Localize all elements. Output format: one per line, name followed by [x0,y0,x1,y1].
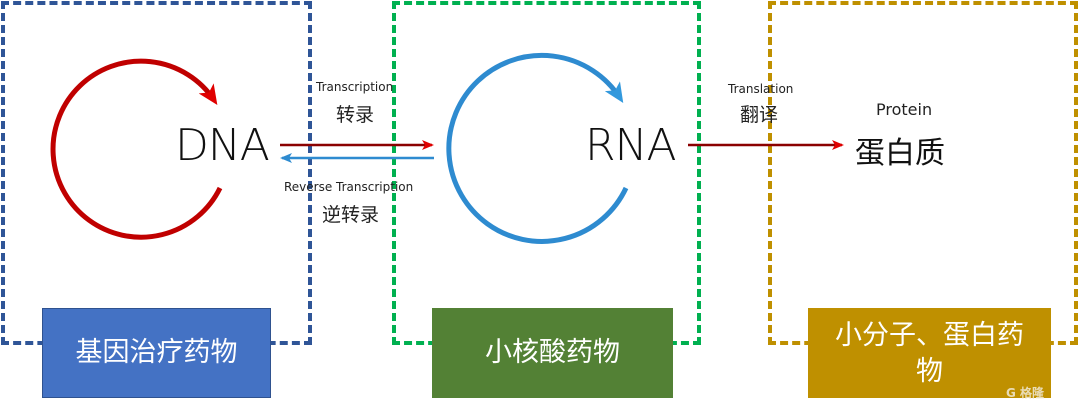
watermark-logo: G 格隆 [1006,386,1045,400]
translation-label-en: Translation [728,82,794,96]
translation-label-zh: 翻译 [740,104,779,126]
small-molecule-protein-drugs-label: 小分子、蛋白药物 [808,308,1051,398]
dna-label: DNA [175,120,270,171]
reverse-transcription-label-en: Reverse Transcription [284,180,414,194]
transcription-label-zh: 转录 [336,104,375,126]
transcription-label-en: Transcription [316,80,394,94]
rna-label: RNA [585,120,677,171]
protein-label-en: Protein [876,100,933,119]
dna-replication-cycle-arrow [50,58,223,240]
reverse-transcription-label-zh: 逆转录 [322,204,380,226]
small-molecule-protein-drugs-text: 小分子、蛋白药物 [835,320,1024,387]
gene-therapy-drugs-label: 基因治疗药物 [42,308,271,398]
small-nucleic-acid-drugs-label: 小核酸药物 [432,308,673,398]
protein-label-zh: 蛋白质 [855,136,945,171]
rna-cycle-arrow [446,52,629,244]
